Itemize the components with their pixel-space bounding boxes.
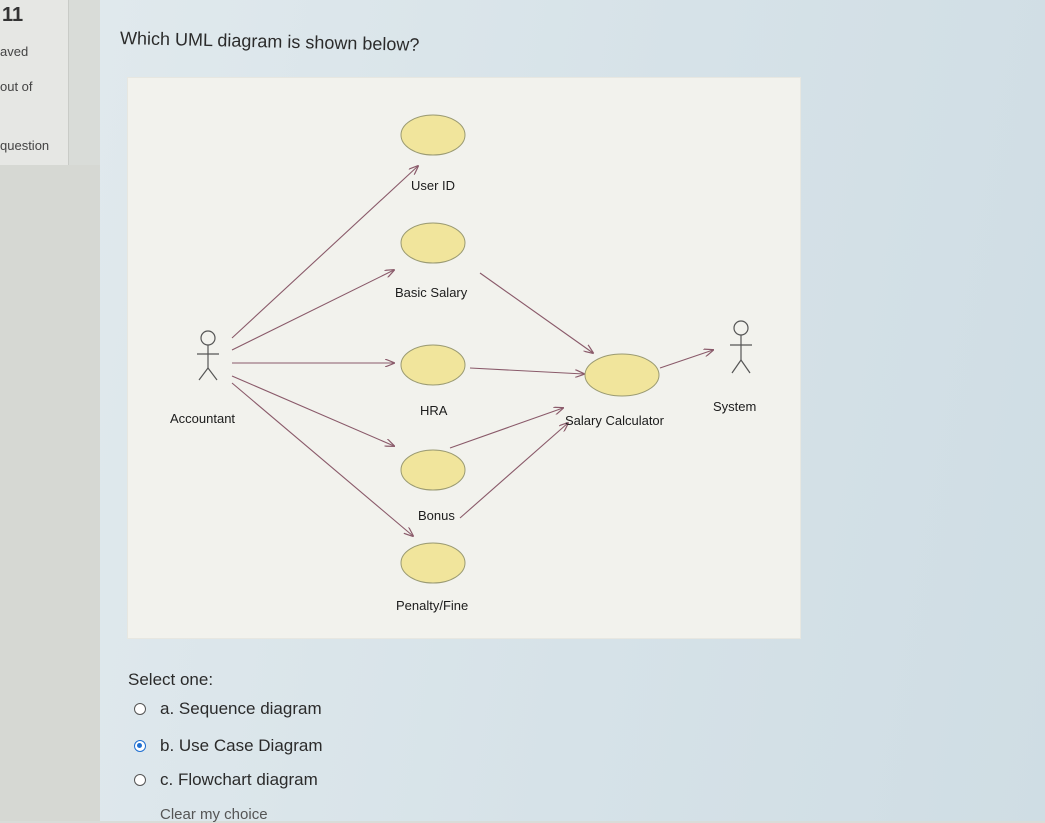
use-case-hra xyxy=(400,344,466,386)
uml-diagram-image: Accountant System xyxy=(128,78,800,638)
accountant-actor-icon xyxy=(197,330,219,381)
use-case-penalty xyxy=(400,542,466,584)
option-a-label[interactable]: a. Sequence diagram xyxy=(160,699,322,718)
option-b[interactable]: b. Use Case Diagram xyxy=(134,736,323,756)
use-case-basic-salary xyxy=(400,222,466,264)
system-actor-icon xyxy=(730,320,752,374)
association-arrows xyxy=(231,166,713,536)
basic-salary-label: Basic Salary xyxy=(395,285,468,300)
system-label: System xyxy=(713,399,756,414)
accountant-label: Accountant xyxy=(170,411,235,426)
bonus-label: Bonus xyxy=(418,508,455,523)
hra-label: HRA xyxy=(420,403,448,418)
question-info-panel: 11 aved out of question xyxy=(0,0,69,166)
option-c[interactable]: c. Flowchart diagram xyxy=(134,770,318,790)
salary-calculator-label: Salary Calculator xyxy=(565,413,665,428)
user-id-label: User ID xyxy=(411,178,455,193)
radio-a[interactable] xyxy=(134,703,146,715)
radio-b[interactable] xyxy=(134,740,146,752)
left-margin xyxy=(0,165,100,821)
option-a[interactable]: a. Sequence diagram xyxy=(134,699,322,719)
option-c-label[interactable]: c. Flowchart diagram xyxy=(160,770,318,789)
radio-c[interactable] xyxy=(134,774,146,786)
select-one-label: Select one: xyxy=(128,670,214,689)
option-b-label[interactable]: b. Use Case Diagram xyxy=(160,736,323,755)
clear-choice-link[interactable]: Clear my choice xyxy=(160,806,268,823)
penalty-label: Penalty/Fine xyxy=(396,598,468,613)
question-number: 11 xyxy=(2,4,24,26)
use-case-salary-calculator xyxy=(584,353,660,397)
question-mark: out of xyxy=(0,79,33,94)
flag-question-link[interactable]: question xyxy=(0,138,50,153)
question-status: aved xyxy=(0,44,29,59)
use-case-user-id xyxy=(400,114,466,156)
use-case-diagram: Accountant System xyxy=(170,114,756,613)
use-case-bonus xyxy=(400,449,466,491)
